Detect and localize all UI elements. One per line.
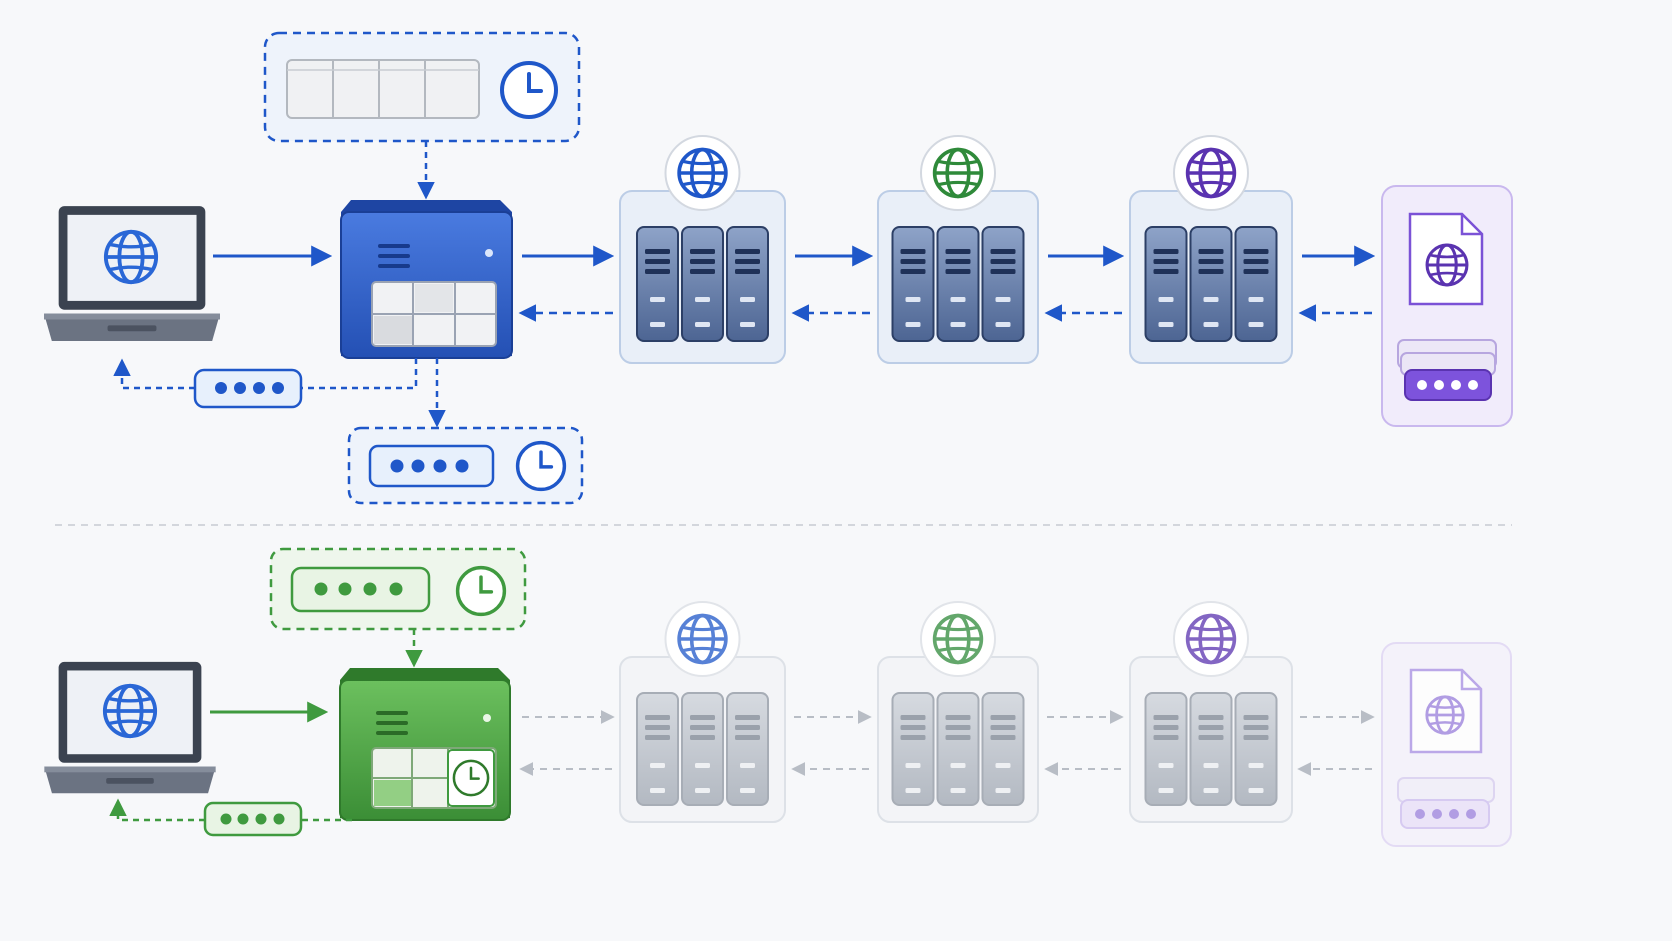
server-rack-icon [981,692,1025,806]
password-dots-icon [1397,339,1497,401]
server-rack-icon [1189,692,1233,806]
resolver-server[interactable] [339,668,511,821]
server-rack-icon [726,226,769,342]
name-server-3[interactable] [1129,135,1293,364]
password-dots-icon [368,444,495,488]
cache-write-box [347,426,584,505]
server-rack-icon [891,692,935,806]
clock-icon [455,565,507,617]
server-rack-icon [1144,226,1188,342]
clock-icon [452,759,490,797]
password-dots-icon [1397,777,1495,829]
clock-icon [515,440,567,492]
server-rack-icon [636,692,679,806]
server-rack-icon [681,226,724,342]
server-rack-icon [636,226,679,342]
authoritative-record[interactable] [1381,642,1512,847]
clock-icon [500,61,558,119]
server-rack-icon [681,692,724,806]
server-rack-icon [726,692,769,806]
cache-store-box [263,31,581,143]
server-rack-icon [1234,692,1278,806]
dns-record-file-icon [1409,668,1483,754]
cache-table-icon [286,59,480,119]
name-servers [619,135,1293,364]
response-token [193,368,303,409]
authoritative-record[interactable] [1381,185,1513,427]
client-laptop[interactable] [44,206,220,341]
name-servers [619,601,1293,823]
laptop-icon [44,661,216,794]
name-server-3[interactable] [1129,601,1293,823]
laptop-icon [44,206,220,341]
row-cache-hit [44,547,1512,847]
server-rack-icon [1144,692,1188,806]
server-rack-icon [936,692,980,806]
server-rack-icon [1189,226,1233,342]
server-cache-icon [371,747,497,809]
dns-record-file-icon [1408,212,1484,306]
response-token [203,801,303,837]
name-server-2[interactable] [877,601,1039,823]
cache-lookup-box [269,547,527,631]
server-rack-icon [936,226,980,342]
server-rack-icon [891,226,935,342]
name-server-2[interactable] [877,135,1039,364]
server-rack-icon [1234,226,1278,342]
client-laptop[interactable] [44,661,216,794]
row-cache-miss [44,31,1513,505]
server-rack-icon [981,226,1025,342]
server-cache-icon [371,281,497,347]
name-server-1[interactable] [619,135,786,364]
name-server-1[interactable] [619,601,786,823]
resolver-server[interactable] [340,200,513,359]
password-dots-icon [290,566,431,613]
